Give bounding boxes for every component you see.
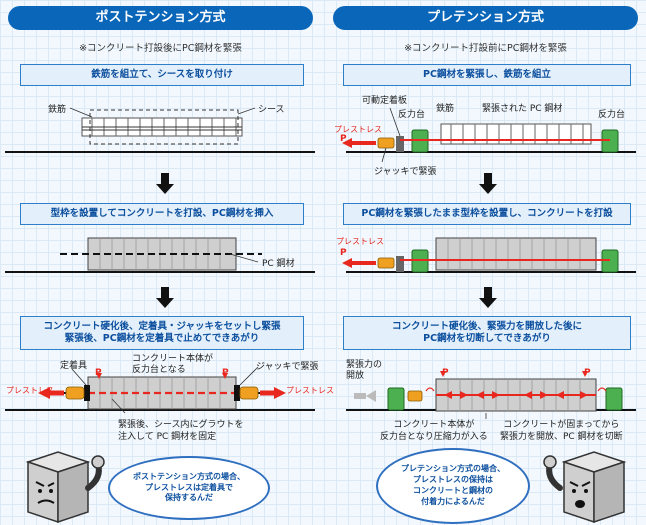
- left-body-line1: コンクリート本体が: [132, 354, 214, 364]
- left-speech-bubble: ポストテンション方式の場合、 プレストレスは定着具で 保持するんだ: [108, 456, 270, 520]
- right-step3-box: コンクリート硬化後、緊張力を開放した後に PC鋼材を切断してできあがり: [343, 316, 631, 350]
- left-prestress-left: プレストレス: [6, 386, 54, 395]
- left-grout-line2: 注入して PC 鋼材を固定: [118, 431, 217, 442]
- right-reaction1-label: 反力台: [398, 110, 426, 120]
- right-step3-diagram: [346, 371, 636, 419]
- right-release-line1: 緊張力の: [346, 360, 383, 370]
- right-bubble-line3: コンクリートと鋼材の: [413, 486, 493, 495]
- left-body-label: コンクリート本体が 反力台となる: [132, 354, 213, 376]
- right-release-line2: 開放: [346, 370, 365, 381]
- right-step1-box: PC鋼材を緊張し、鉄筋を組立: [343, 64, 631, 86]
- left-jack-label: ジャッキで緊張: [256, 362, 319, 372]
- left-bubble-line1: ポストテンション方式の場合、: [133, 471, 245, 481]
- left-bubble-line2: プレストレスは定着具で: [145, 482, 233, 492]
- left-prestress-right: プレストレス: [286, 386, 334, 395]
- left-p-label-1: P: [95, 368, 102, 378]
- left-step2-box: 型枠を設置してコンクリートを打設、PC鋼材を挿入: [20, 203, 304, 225]
- right-prestress2-label: プレストレス: [336, 237, 384, 246]
- right-reaction2-label: 反力台: [598, 110, 626, 120]
- left-step2-diagram: [5, 237, 315, 273]
- left-bubble-line3: 保持するんだ: [165, 493, 213, 503]
- left-step1-box: 鉄筋を組立て、シースを取り付け: [20, 64, 304, 86]
- left-p-label-2: P: [222, 368, 229, 378]
- right-body-line1: コンクリート本体が: [393, 420, 475, 430]
- left-step3-box: コンクリート硬化後、定着具・ジャッキをセットし緊張 緊張後、PC鋼材を定着具で止…: [20, 316, 304, 350]
- left-title: ポストテンション方式: [8, 6, 313, 30]
- right-cut-label: コンクリートが固まってから 緊張力を開放、PC 鋼材を切断: [500, 420, 623, 443]
- left-pc-label: PC 鋼材: [262, 259, 295, 269]
- right-p-label-2: P: [340, 248, 347, 258]
- left-body-line2: 反力台となる: [132, 364, 186, 375]
- left-grout-label: 緊張後、シース内にグラウトを 注入して PC 鋼材を固定: [118, 420, 244, 443]
- right-note: ※コンクリート打設前にPC鋼材を緊張: [404, 43, 567, 54]
- left-step3-line1: コンクリート硬化後、定着具・ジャッキをセットし緊張: [43, 320, 281, 332]
- right-mascot: [543, 451, 627, 524]
- right-title: プレテンション方式: [333, 6, 638, 30]
- right-bubble-line2: プレストレスの保持は: [413, 475, 493, 485]
- left-sheath-label: シース: [258, 105, 285, 115]
- left-anchor-label: 定着具: [60, 361, 88, 371]
- right-p-label-4: P: [584, 368, 591, 378]
- left-down-arrow-1: [156, 173, 174, 194]
- left-step3-diagram: [5, 366, 315, 414]
- left-mascot: [25, 451, 105, 524]
- right-step1-diagram: [342, 107, 636, 163]
- right-step2-box: PC鋼材を緊張したまま型枠を設置し、コンクリートを打設: [343, 203, 631, 225]
- left-down-arrow-2: [156, 287, 174, 308]
- right-speech-bubble: プレテンション方式の場合、 プレストレスの保持は コンクリートと鋼材の 付着力に…: [376, 448, 530, 524]
- left-step1-diagram: [5, 107, 315, 153]
- right-down-arrow-2: [479, 287, 497, 308]
- left-step3-line2: 緊張後、PC鋼材を定着具で止めてできあがり: [64, 333, 260, 344]
- left-grout-line1: 緊張後、シース内にグラウトを: [118, 420, 244, 430]
- right-prestress1-label: プレストレス: [334, 125, 382, 134]
- right-release-label: 緊張力の 開放: [346, 360, 382, 382]
- right-cut-line1: コンクリートが固まってから: [503, 420, 620, 430]
- right-step3-line1: コンクリート硬化後、緊張力を開放した後に: [391, 320, 582, 332]
- right-movable-label: 可動定着板: [362, 96, 408, 106]
- right-bubble-line4: 付着力によるんだ: [421, 496, 485, 506]
- right-p-label-3: P: [442, 368, 449, 378]
- right-tensioned-label: 緊張された PC 鋼材: [482, 104, 563, 114]
- right-body-line2: 反力台となり圧縮力が入る: [380, 431, 488, 442]
- right-step2-diagram: [342, 237, 636, 273]
- right-body-label: コンクリート本体が 反力台となり圧縮力が入る: [380, 420, 488, 443]
- right-bubble-line1: プレテンション方式の場合、: [401, 464, 505, 474]
- right-step3-line2: PC鋼材を切断してできあがり: [423, 333, 551, 344]
- right-down-arrow-1: [479, 173, 497, 194]
- left-note: ※コンクリート打設後にPC鋼材を緊張: [79, 43, 242, 54]
- right-jack-label: ジャッキで緊張: [374, 167, 437, 177]
- left-rebar-label: 鉄筋: [48, 105, 67, 115]
- right-p-label-1: P: [340, 134, 347, 144]
- right-rebar-label: 鉄筋: [436, 104, 455, 114]
- right-cut-line2: 緊張力を開放、PC 鋼材を切断: [500, 431, 623, 442]
